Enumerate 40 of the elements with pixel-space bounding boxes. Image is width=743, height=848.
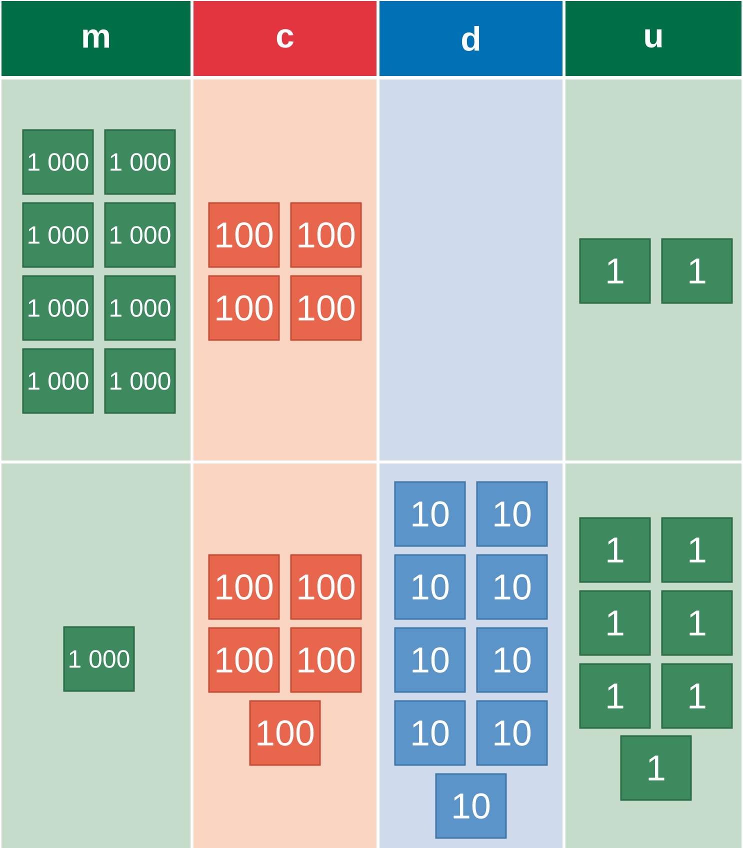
place-value-tile: 100 — [208, 627, 280, 693]
place-value-tile: 10 — [435, 773, 507, 839]
place-value-tile: 10 — [476, 554, 548, 620]
place-value-tile: 1 000 — [63, 626, 135, 692]
place-value-tile: 1 — [620, 735, 692, 801]
place-value-tile: 1 000 — [104, 202, 176, 268]
place-value-tile: 10 — [476, 700, 548, 766]
place-value-tile: 10 — [476, 481, 548, 547]
place-value-tile: 1 — [661, 517, 733, 583]
place-value-tile: 1 — [579, 590, 651, 656]
place-value-tile: 1 — [579, 517, 651, 583]
place-value-tile: 1 — [579, 238, 651, 304]
header-cell: d — [380, 1, 562, 76]
place-value-tile: 100 — [290, 627, 362, 693]
place-value-tile: 100 — [249, 700, 321, 766]
header-cell: u — [566, 1, 742, 76]
place-value-tile: 1 000 — [104, 348, 176, 414]
place-value-tile: 100 — [290, 202, 362, 268]
place-value-tile: 10 — [394, 554, 466, 620]
header-cell: c — [194, 1, 376, 76]
place-value-tile: 100 — [290, 275, 362, 341]
place-value-tile: 1 — [661, 590, 733, 656]
place-value-tile: 100 — [208, 554, 280, 620]
place-value-tile: 10 — [394, 627, 466, 693]
place-value-tile: 1 000 — [104, 275, 176, 341]
place-value-tile: 10 — [394, 700, 466, 766]
place-value-tile: 1 000 — [104, 129, 176, 195]
place-value-tile: 1 000 — [22, 202, 94, 268]
place-value-tile: 1 — [579, 663, 651, 729]
place-value-tile: 1 — [661, 663, 733, 729]
place-value-tile: 1 — [661, 238, 733, 304]
header-cell: m — [2, 1, 190, 76]
place-value-tile: 100 — [208, 202, 280, 268]
place-value-tile: 100 — [290, 554, 362, 620]
place-value-tile: 100 — [208, 275, 280, 341]
place-value-tile: 1 000 — [22, 348, 94, 414]
place-value-tile: 1 000 — [22, 275, 94, 341]
place-value-tile: 10 — [476, 627, 548, 693]
place-value-tile: 1 000 — [22, 129, 94, 195]
place-value-tile: 10 — [394, 481, 466, 547]
